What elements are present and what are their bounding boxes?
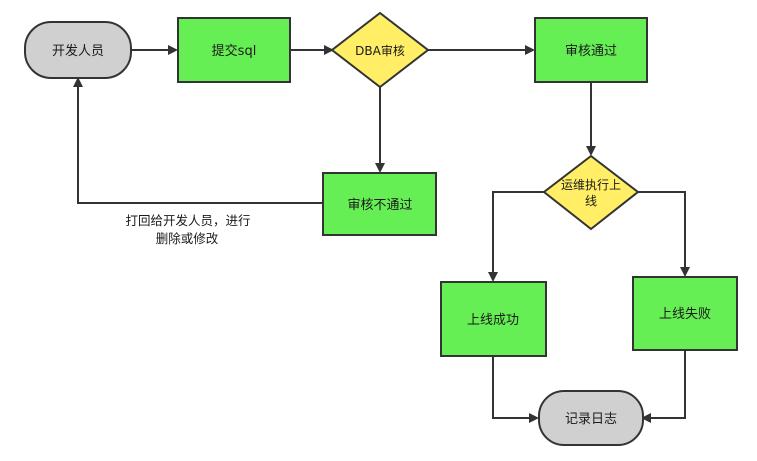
node-dba-review: DBA审核	[332, 13, 428, 87]
node-release-failed-label: 上线失败	[659, 307, 711, 322]
edge-failed-to-developer	[78, 79, 323, 203]
node-submit-sql-label: 提交sql	[212, 43, 257, 59]
decision-shape	[544, 156, 638, 229]
node-record-log: 记录日志	[539, 391, 643, 445]
node-review-failed: 审核不通过	[323, 173, 436, 235]
node-submit-sql: 提交sql	[178, 18, 290, 82]
node-release-success-label: 上线成功	[467, 313, 519, 328]
node-dba-review-label: DBA审核	[355, 43, 405, 58]
edge-ops-to-failed	[638, 192, 685, 275]
edge-failed-to-log	[643, 350, 685, 418]
node-developer-label: 开发人员	[52, 43, 104, 59]
return-annotation-line1: 打回给开发人员，进行	[125, 213, 250, 228]
node-ops-execute-label-line1: 运维执行上	[561, 178, 621, 192]
return-annotation-line2: 删除或修改	[156, 231, 219, 246]
return-annotation: 打回给开发人员，进行 删除或修改	[125, 213, 250, 246]
node-release-success: 上线成功	[441, 282, 546, 356]
node-ops-execute: 运维执行上 线	[544, 156, 638, 229]
node-record-log-label: 记录日志	[565, 412, 617, 427]
edge-success-to-log	[493, 356, 537, 418]
node-review-passed: 审核通过	[535, 18, 647, 82]
node-review-passed-label: 审核通过	[565, 44, 617, 59]
node-release-failed: 上线失败	[633, 277, 737, 350]
node-developer: 开发人员	[25, 22, 131, 78]
node-review-failed-label: 审核不通过	[347, 198, 412, 213]
node-ops-execute-label-line2: 线	[585, 194, 597, 208]
edge-ops-to-success	[493, 192, 544, 280]
